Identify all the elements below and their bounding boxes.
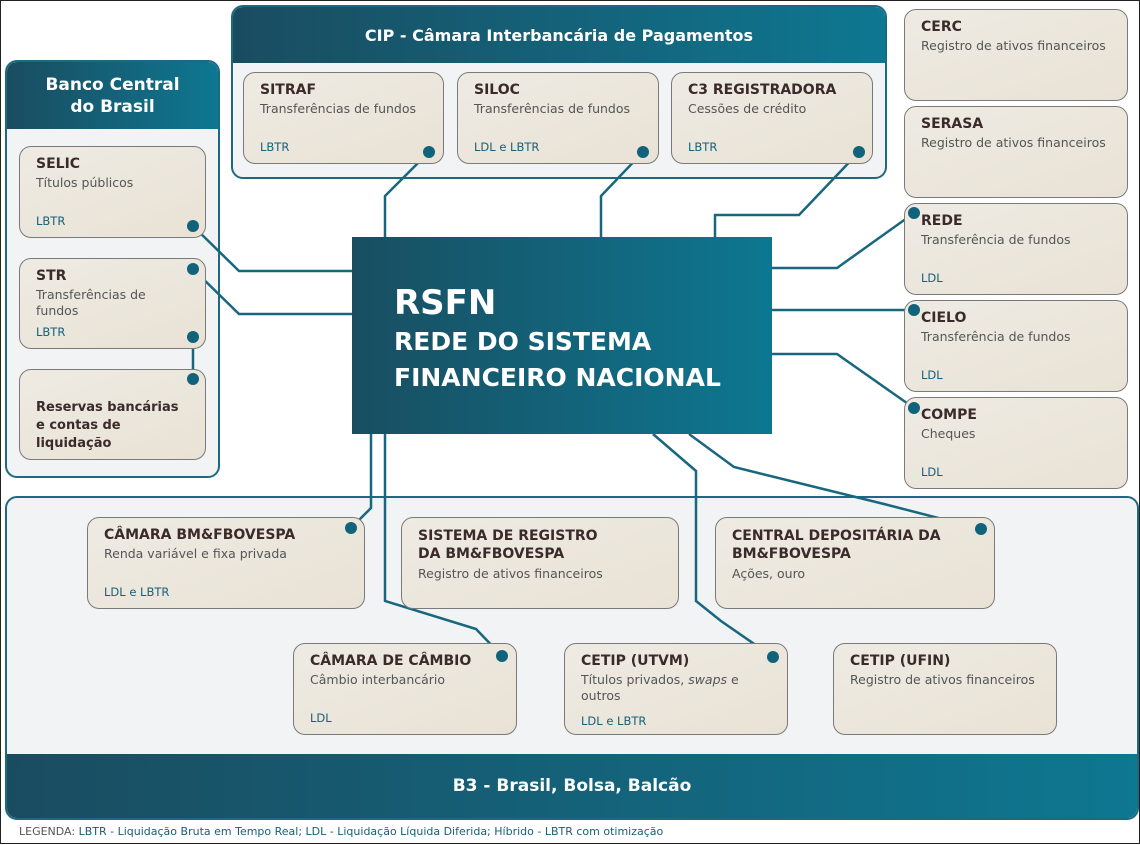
cip-title: CIP - Câmara Interbancária de Pagamentos bbox=[233, 7, 885, 63]
cetip-ufin-box: CETIP (UFIN) Registro de ativos financeir… bbox=[833, 643, 1057, 735]
box-code: LDL bbox=[921, 465, 943, 479]
box-code: LBTR bbox=[260, 140, 290, 154]
dot bbox=[187, 331, 199, 343]
sub-part: Títulos privados, bbox=[581, 672, 689, 687]
box-sub: Câmbio interbancário bbox=[310, 672, 446, 687]
box-sub: Transferência de fundos bbox=[921, 329, 1071, 344]
rsfn-subtitle-1: REDE DO SISTEMA bbox=[394, 327, 652, 356]
rsfn-subtitle-2: FINANCEIRO NACIONAL bbox=[394, 363, 721, 392]
legend: LEGENDA: LBTR - Liquidação Bruta em Temp… bbox=[19, 825, 663, 838]
box-code: LDL e LBTR bbox=[104, 585, 170, 599]
dot bbox=[908, 207, 920, 219]
sistema-registro-box: SISTEMA DE REGISTRO DA BM&FBOVESPA Regist… bbox=[401, 517, 679, 609]
dot bbox=[637, 146, 649, 158]
dot bbox=[908, 304, 920, 316]
box-title: SELIC bbox=[36, 156, 81, 172]
box-title: SITRAF bbox=[260, 82, 317, 98]
box-sub: Cheques bbox=[921, 426, 976, 441]
dot bbox=[975, 523, 987, 535]
box-code: LBTR bbox=[36, 214, 66, 228]
box-sub: Transferência de fundos bbox=[921, 232, 1071, 247]
rsfn-hub: RSFN REDE DO SISTEMA FINANCEIRO NACIONAL bbox=[352, 237, 772, 434]
box-title: REDE bbox=[921, 213, 963, 229]
cetip-utvm-box: CETIP (UTVM) Títulos privados, swaps e ou… bbox=[564, 643, 788, 735]
box-title: SISTEMA DE REGISTRO DA BM&FBOVESPA bbox=[418, 528, 598, 562]
box-title: CENTRAL DEPOSITÁRIA DA BM&FBOVESPA bbox=[732, 528, 941, 562]
serasa-box: SERASA Registro de ativos financeiros bbox=[904, 106, 1128, 198]
central-depositaria-box: CENTRAL DEPOSITÁRIA DA BM&FBOVESPA Ações,… bbox=[715, 517, 995, 609]
box-title: C3 REGISTRADORA bbox=[688, 82, 837, 98]
dot bbox=[423, 146, 435, 158]
box-sub: Títulos públicos bbox=[36, 175, 134, 190]
box-title: CETIP (UFIN) bbox=[850, 653, 951, 669]
legend-label: LEGENDA: bbox=[19, 825, 79, 838]
box-sub: Transferências de fundos bbox=[474, 101, 631, 116]
box-title: CETIP (UTVM) bbox=[581, 653, 690, 669]
box-code: LDL e LBTR bbox=[581, 714, 647, 728]
dot bbox=[187, 220, 199, 232]
camara-bmf-box: CÂMARA BM&FBOVESPA Renda variável e fixa … bbox=[87, 517, 365, 609]
box-title: SILOC bbox=[474, 82, 520, 98]
dot bbox=[853, 146, 865, 158]
bcb-title: Banco Central do Brasil bbox=[7, 62, 218, 129]
box-code: LDL e LBTR bbox=[474, 140, 540, 154]
reservas-box: Reservas bancárias e contas de liquidaçã… bbox=[19, 369, 206, 460]
box-sub: Registro de ativos financeiros bbox=[921, 38, 1106, 53]
box-code: LDL bbox=[921, 368, 943, 382]
dot bbox=[496, 650, 508, 662]
box-code: LBTR bbox=[36, 325, 66, 339]
box-title: CIELO bbox=[921, 310, 967, 326]
box-code: LBTR bbox=[688, 140, 718, 154]
dot bbox=[767, 651, 779, 663]
box-sub: Renda variável e fixa privada bbox=[104, 546, 287, 561]
dot bbox=[345, 522, 357, 534]
box-sub: Registro de ativos financeiros bbox=[921, 135, 1106, 150]
box-sub: Títulos privados, swaps e outros bbox=[581, 672, 751, 704]
rsfn-title: RSFN bbox=[394, 283, 497, 323]
box-sub: Registro de ativos financeiros bbox=[418, 566, 603, 581]
box-sub: Registro de ativos financeiros bbox=[850, 672, 1035, 687]
b3-title: B3 - Brasil, Bolsa, Balcão bbox=[7, 754, 1137, 818]
box-code: LDL bbox=[310, 711, 332, 725]
dot bbox=[908, 402, 920, 414]
box-title: CERC bbox=[921, 19, 962, 35]
box-sub: Ações, ouro bbox=[732, 566, 806, 581]
box-sub: Transferências de fundos bbox=[260, 101, 417, 116]
box-sub: Transferências de fundos bbox=[36, 287, 146, 318]
box-title: CÂMARA DE CÂMBIO bbox=[310, 653, 472, 669]
cerc-box: CERC Registro de ativos financeiros bbox=[904, 9, 1128, 101]
sub-italic: swaps bbox=[688, 672, 728, 687]
dot bbox=[187, 263, 199, 275]
box-code: LDL bbox=[921, 271, 943, 285]
box-sub: Cessões de crédito bbox=[688, 101, 807, 116]
box-title: CÂMARA BM&FBOVESPA bbox=[104, 527, 296, 543]
dot bbox=[187, 373, 199, 385]
box-title: SERASA bbox=[921, 116, 984, 132]
box-title: STR bbox=[36, 268, 67, 284]
box-title: COMPE bbox=[921, 407, 977, 423]
box-title: Reservas bancárias e contas de liquidaçã… bbox=[36, 400, 179, 451]
legend-text: LBTR - Liquidação Bruta em Tempo Real; L… bbox=[78, 825, 664, 838]
sub-part: e outros bbox=[581, 672, 739, 703]
